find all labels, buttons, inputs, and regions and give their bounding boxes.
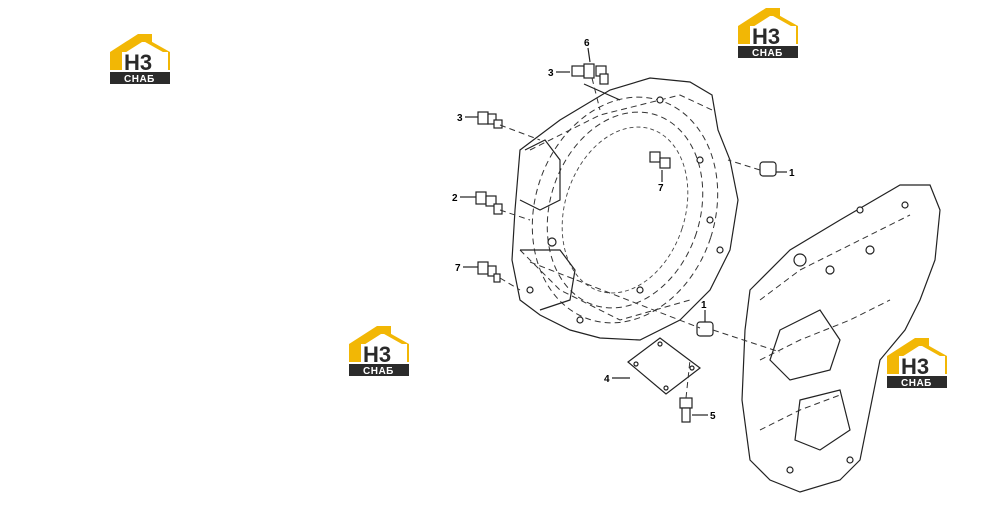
- sensor-top: [571, 63, 621, 101]
- callout-3-top: 3: [548, 68, 570, 79]
- brand-logo-2: H3 СНАБ: [738, 8, 798, 59]
- plug-3: [477, 111, 541, 141]
- dowel-1-upper: [727, 159, 777, 177]
- callout-label: 3: [457, 113, 463, 124]
- callout-7-center: 7: [658, 170, 664, 194]
- cover-plate-4: [627, 337, 701, 395]
- callout-4: 4: [604, 374, 630, 385]
- callout-label: 1: [701, 300, 707, 311]
- callout-5: 5: [692, 411, 716, 422]
- callout-label: 3: [548, 68, 554, 79]
- callout-2: 2: [452, 193, 476, 204]
- logo-mark: H3: [363, 342, 391, 367]
- callout-7-left: 7: [455, 263, 478, 274]
- logo-mark: H3: [901, 354, 929, 379]
- engine-block: [741, 184, 941, 493]
- plug-2: [475, 191, 531, 221]
- brand-logo-1: H3 СНАБ: [110, 34, 170, 85]
- plug-7-center: [649, 151, 671, 169]
- callout-label: 5: [710, 411, 716, 422]
- callout-label: 1: [789, 168, 795, 179]
- brand-logo-3: H3 СНАБ: [349, 326, 409, 377]
- callout-label: 7: [455, 263, 461, 274]
- callout-1-upper: 1: [776, 168, 795, 179]
- callout-label: 7: [658, 183, 664, 194]
- logo-caption: СНАБ: [363, 366, 394, 377]
- callout-1-lower: 1: [701, 300, 707, 322]
- dowel-1-lower: [696, 321, 781, 353]
- callout-label: 6: [584, 38, 590, 49]
- callout-3-left: 3: [457, 113, 478, 124]
- flywheel-housing: [511, 77, 739, 341]
- plug-7-lower: [477, 261, 521, 291]
- logo-caption: СНАБ: [901, 378, 932, 389]
- brand-logo-4: H3 СНАБ: [887, 338, 947, 389]
- logo-mark: H3: [752, 24, 780, 49]
- logo-mark: H3: [124, 50, 152, 75]
- logo-caption: СНАБ: [124, 74, 155, 85]
- callout-6: 6: [584, 38, 591, 63]
- bolt-5: [679, 359, 693, 423]
- logo-caption: СНАБ: [752, 48, 783, 59]
- callout-label: 4: [604, 374, 610, 385]
- callout-label: 2: [452, 193, 458, 204]
